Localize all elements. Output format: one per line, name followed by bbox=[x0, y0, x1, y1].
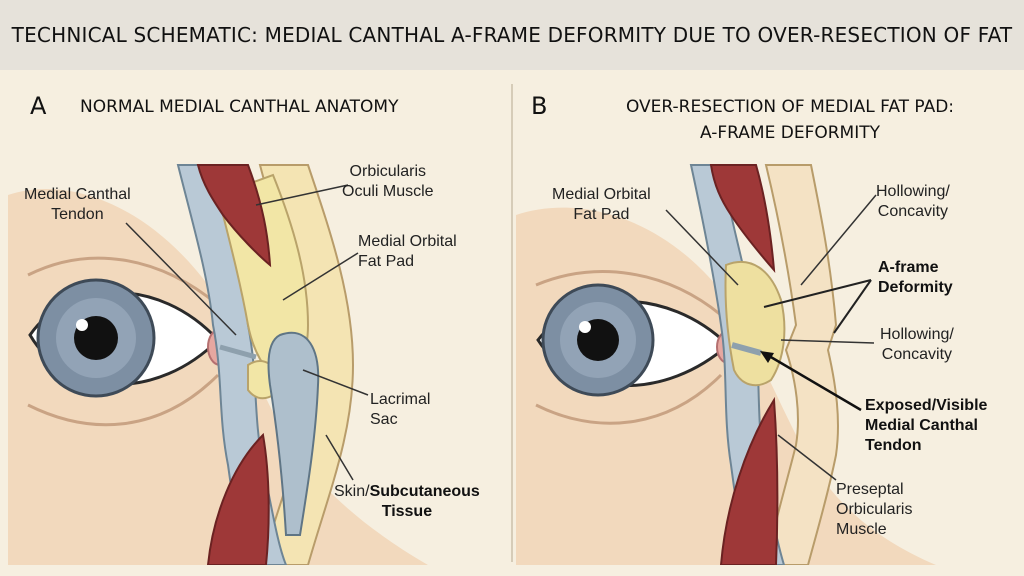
panel-b-letter: B bbox=[531, 92, 548, 120]
arrowhead-tendon-b bbox=[760, 351, 774, 363]
eyelid-upper-b bbox=[535, 270, 722, 317]
preseptal-muscle-b bbox=[719, 396, 779, 565]
label-line: Oculi Muscle bbox=[342, 183, 434, 200]
label-line: A-frame bbox=[878, 259, 939, 276]
panel-divider bbox=[511, 84, 513, 562]
leader-hollowing-top-b bbox=[800, 194, 877, 286]
label-line: Tissue bbox=[381, 503, 433, 520]
leader-sac-a bbox=[302, 369, 369, 396]
eye-highlight-a bbox=[76, 319, 88, 331]
label-exposed-tendon-b: Exposed/Visible Medial Canthal Tendon bbox=[865, 396, 987, 456]
lacrimal-sac-a bbox=[267, 332, 320, 536]
leader-hollowing-mid-b bbox=[780, 339, 875, 344]
label-a-frame-deformity-b: A-frame Deformity bbox=[878, 258, 953, 298]
panel-a-letter: A bbox=[30, 92, 47, 120]
leader-tendon-b bbox=[763, 351, 862, 412]
medial-canthal-tendon-a bbox=[219, 344, 257, 360]
label-medial-orbital-fat-pad-b: Medial Orbital Fat Pad bbox=[552, 185, 651, 225]
label-skin-subcutaneous-a: Skin/Subcutaneous Tissue bbox=[334, 482, 480, 522]
label-line: Fat Pad bbox=[573, 206, 630, 223]
label-hollowing-top-b: Hollowing/ Concavity bbox=[876, 182, 950, 222]
label-line: Tendon bbox=[865, 437, 922, 454]
label-line: Preseptal bbox=[836, 481, 904, 498]
label-hollowing-mid-b: Hollowing/ Concavity bbox=[880, 325, 954, 365]
label-orbicularis-oculi-a: Orbicularis Oculi Muscle bbox=[342, 162, 434, 202]
label-line: Medial Orbital bbox=[552, 186, 651, 203]
leader-fat-b bbox=[665, 209, 739, 286]
label-line: Deformity bbox=[878, 279, 953, 296]
leader-fat-a bbox=[282, 252, 359, 301]
leader-orbicularis-a bbox=[255, 184, 349, 206]
panel-b-title: OVER-RESECTION OF MEDIAL FAT PAD: A-FRAM… bbox=[580, 94, 1000, 146]
exposed-tendon-b bbox=[731, 342, 762, 356]
eyelid-upper-a bbox=[27, 256, 219, 307]
label-line: Orbicularis bbox=[836, 501, 913, 518]
label-line: Concavity bbox=[881, 346, 953, 363]
orbicularis-muscle-upper-b bbox=[709, 164, 776, 273]
label-line: Skin/Subcutaneous bbox=[334, 482, 480, 502]
label-medial-orbital-fat-pad-a: Medial Orbital Fat Pad bbox=[358, 232, 457, 272]
eye-highlight-b bbox=[579, 321, 591, 333]
panel-b-title-line-2: A-FRAME DEFORMITY bbox=[700, 123, 880, 143]
panel-b-diagram bbox=[516, 164, 936, 565]
label-line: Tendon bbox=[51, 206, 104, 223]
leader-skin-a bbox=[325, 434, 354, 481]
panel-a-title: NORMAL MEDIAL CANTHAL ANATOMY bbox=[80, 97, 399, 117]
label-line: Fat Pad bbox=[358, 253, 415, 270]
label-line: Lacrimal bbox=[370, 391, 431, 408]
label-line: Medial Canthal bbox=[865, 417, 978, 434]
label-line: Muscle bbox=[836, 521, 887, 538]
label-line: Orbicularis bbox=[349, 163, 427, 180]
leader-preseptal-b bbox=[777, 434, 837, 481]
leader-aframe-2-b bbox=[833, 279, 872, 334]
leader-aframe-1-b bbox=[763, 279, 872, 308]
label-line: Medial Canthal bbox=[24, 186, 131, 203]
page-title: TECHNICAL SCHEMATIC: MEDIAL CANTHAL A-FR… bbox=[0, 0, 1024, 70]
label-preseptal-orbicularis-b: Preseptal Orbicularis Muscle bbox=[836, 480, 912, 540]
orbicularis-muscle-lower-a bbox=[206, 432, 270, 565]
label-medial-canthal-tendon-a: Medial Canthal Tendon bbox=[24, 185, 131, 225]
label-line: Hollowing/ bbox=[876, 183, 950, 200]
panel-b-title-line-1: OVER-RESECTION OF MEDIAL FAT PAD: bbox=[625, 97, 955, 117]
label-line: Exposed/Visible bbox=[865, 397, 988, 414]
label-line: Sac bbox=[370, 411, 398, 428]
label-line: Hollowing/ bbox=[880, 326, 954, 343]
eyelid-lower-a bbox=[27, 373, 220, 427]
leader-tendon-a bbox=[125, 222, 237, 336]
label-line: Medial Orbital bbox=[358, 233, 457, 250]
subcutaneous-band-b bbox=[764, 164, 840, 565]
label-skin-prefix: Skin/ bbox=[334, 483, 370, 500]
label-line: Concavity bbox=[877, 203, 949, 220]
eyelid-lower-b bbox=[535, 373, 723, 425]
label-lacrimal-sac-a: Lacrimal Sac bbox=[370, 390, 430, 430]
label-skin-bold: Subcutaneous bbox=[369, 483, 480, 500]
panel-a-diagram bbox=[8, 164, 428, 565]
